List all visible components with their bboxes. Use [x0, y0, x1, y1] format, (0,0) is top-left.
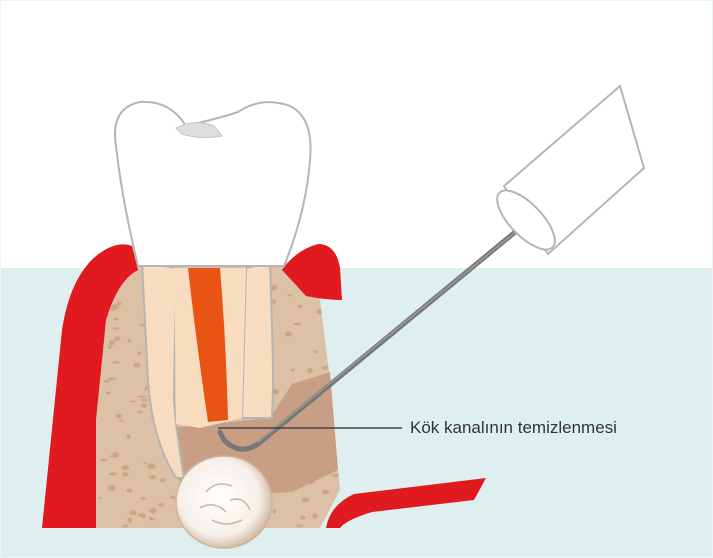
abscess-cyst: [176, 456, 272, 548]
bone-speckle: [293, 323, 302, 326]
bone-speckle: [122, 472, 128, 476]
bone-speckle: [133, 363, 140, 368]
bone-speckle: [273, 509, 276, 514]
bone-speckle: [108, 346, 112, 350]
bone-speckle: [149, 518, 155, 521]
bone-speckle: [138, 513, 143, 517]
bone-speckle: [285, 331, 292, 337]
bone-speckle: [113, 318, 119, 320]
bone-speckle: [106, 392, 112, 395]
bone-speckle: [137, 411, 144, 413]
bone-speckle: [122, 465, 130, 470]
bone-speckle: [114, 336, 121, 341]
bone-speckle: [119, 420, 123, 422]
bone-speckle: [300, 516, 305, 520]
bone-speckle: [144, 388, 147, 390]
bone-speckle: [127, 434, 131, 439]
bone-speckle: [144, 462, 148, 464]
bone-speckle: [108, 485, 116, 490]
bone-speckle: [158, 503, 165, 507]
bone-speckle: [322, 490, 329, 495]
bone-speckle: [99, 497, 102, 499]
bone-speckle: [149, 475, 157, 479]
bone-speckle: [116, 414, 122, 418]
tooth-root-right: [242, 262, 273, 418]
bone-speckle: [137, 352, 141, 355]
bone-speckle: [296, 524, 304, 527]
bone-speckle: [291, 369, 295, 372]
bone-speckle: [298, 305, 303, 309]
bone-speckle: [141, 399, 147, 402]
bone-speckle: [313, 350, 317, 353]
bone-speckle: [130, 510, 137, 515]
bone-speckle: [112, 452, 119, 458]
bone-speckle: [288, 294, 292, 296]
bone-speckle: [117, 302, 122, 306]
bone-speckle: [307, 368, 312, 373]
bone-speckle: [140, 404, 147, 408]
bone-speckle: [131, 401, 136, 403]
bone-speckle: [109, 472, 117, 475]
bone-speckle: [128, 339, 131, 343]
bone-speckle: [160, 478, 166, 482]
bone-speckle: [126, 489, 132, 493]
bone-speckle: [122, 525, 128, 528]
bone-speckle: [312, 513, 317, 519]
bone-speckle: [111, 304, 119, 310]
bone-speckle: [112, 361, 120, 364]
bone-speckle: [302, 497, 310, 502]
bone-speckle: [137, 396, 146, 398]
bone-speckle: [321, 366, 329, 370]
bone-speckle: [108, 377, 117, 380]
bone-speckle: [104, 380, 112, 382]
bone-speckle: [148, 464, 156, 470]
bone-speckle: [113, 327, 120, 329]
bone-speckle: [150, 508, 157, 514]
bone-speckle: [140, 497, 146, 500]
bone-speckle: [128, 517, 132, 523]
annotation-label: Kök kanalının temizlenmesi: [410, 418, 617, 437]
bone-speckle: [109, 340, 115, 346]
bone-speckle: [272, 299, 276, 304]
bone-speckle: [140, 324, 145, 327]
bone-speckle: [100, 459, 107, 462]
